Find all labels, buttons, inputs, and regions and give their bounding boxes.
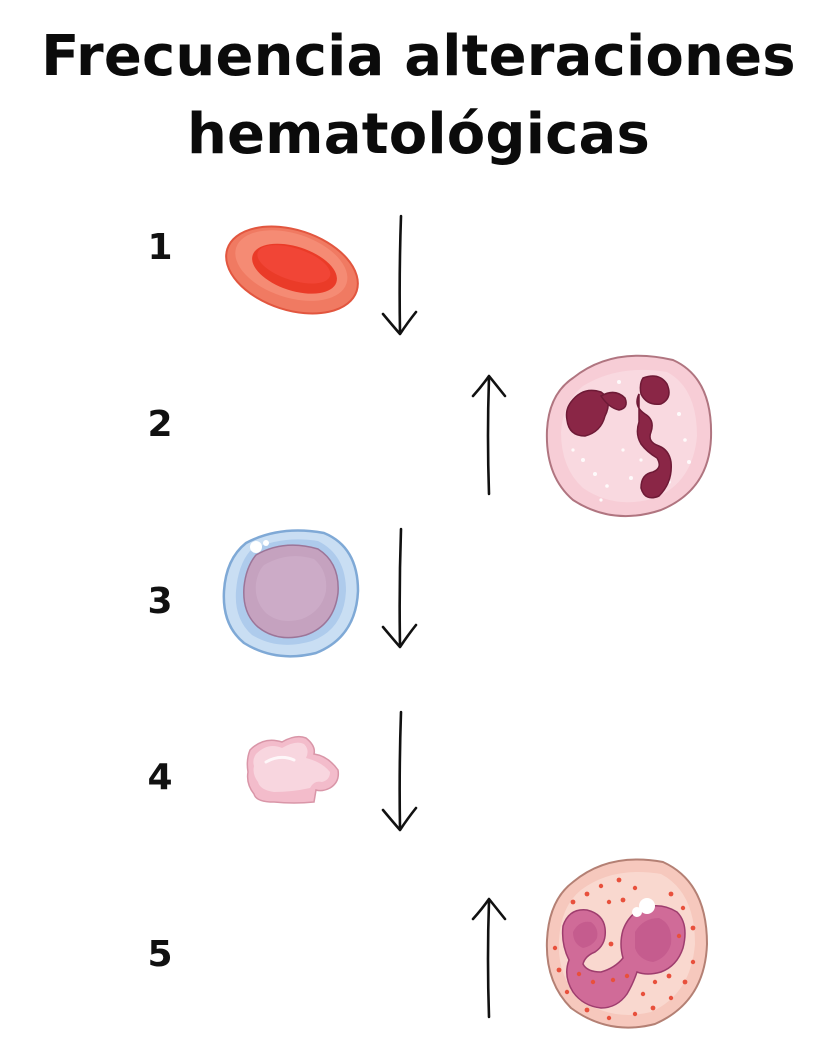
row-number-4: 4	[147, 757, 173, 798]
row-number-3: 3	[147, 581, 173, 622]
arrow-down-icon	[380, 527, 420, 652]
red-blood-cell-icon	[222, 218, 362, 322]
title-line-1: Frecuencia alteraciones	[41, 24, 796, 89]
title-line-2: hematológicas	[186, 102, 651, 167]
eosinophil-icon	[543, 852, 711, 1032]
diagram-title: Frecuencia alteraciones hematológicas	[0, 18, 837, 174]
platelet-icon	[244, 732, 342, 806]
arrow-down-icon	[380, 214, 420, 339]
row-number-1: 1	[147, 227, 173, 268]
row-number-2: 2	[147, 404, 173, 445]
arrow-up-icon	[470, 372, 510, 497]
neutrophil-icon	[543, 350, 715, 520]
arrow-down-icon	[380, 710, 420, 835]
arrow-up-icon	[470, 895, 510, 1020]
row-number-5: 5	[147, 934, 173, 975]
lymphocyte-icon	[220, 525, 362, 660]
